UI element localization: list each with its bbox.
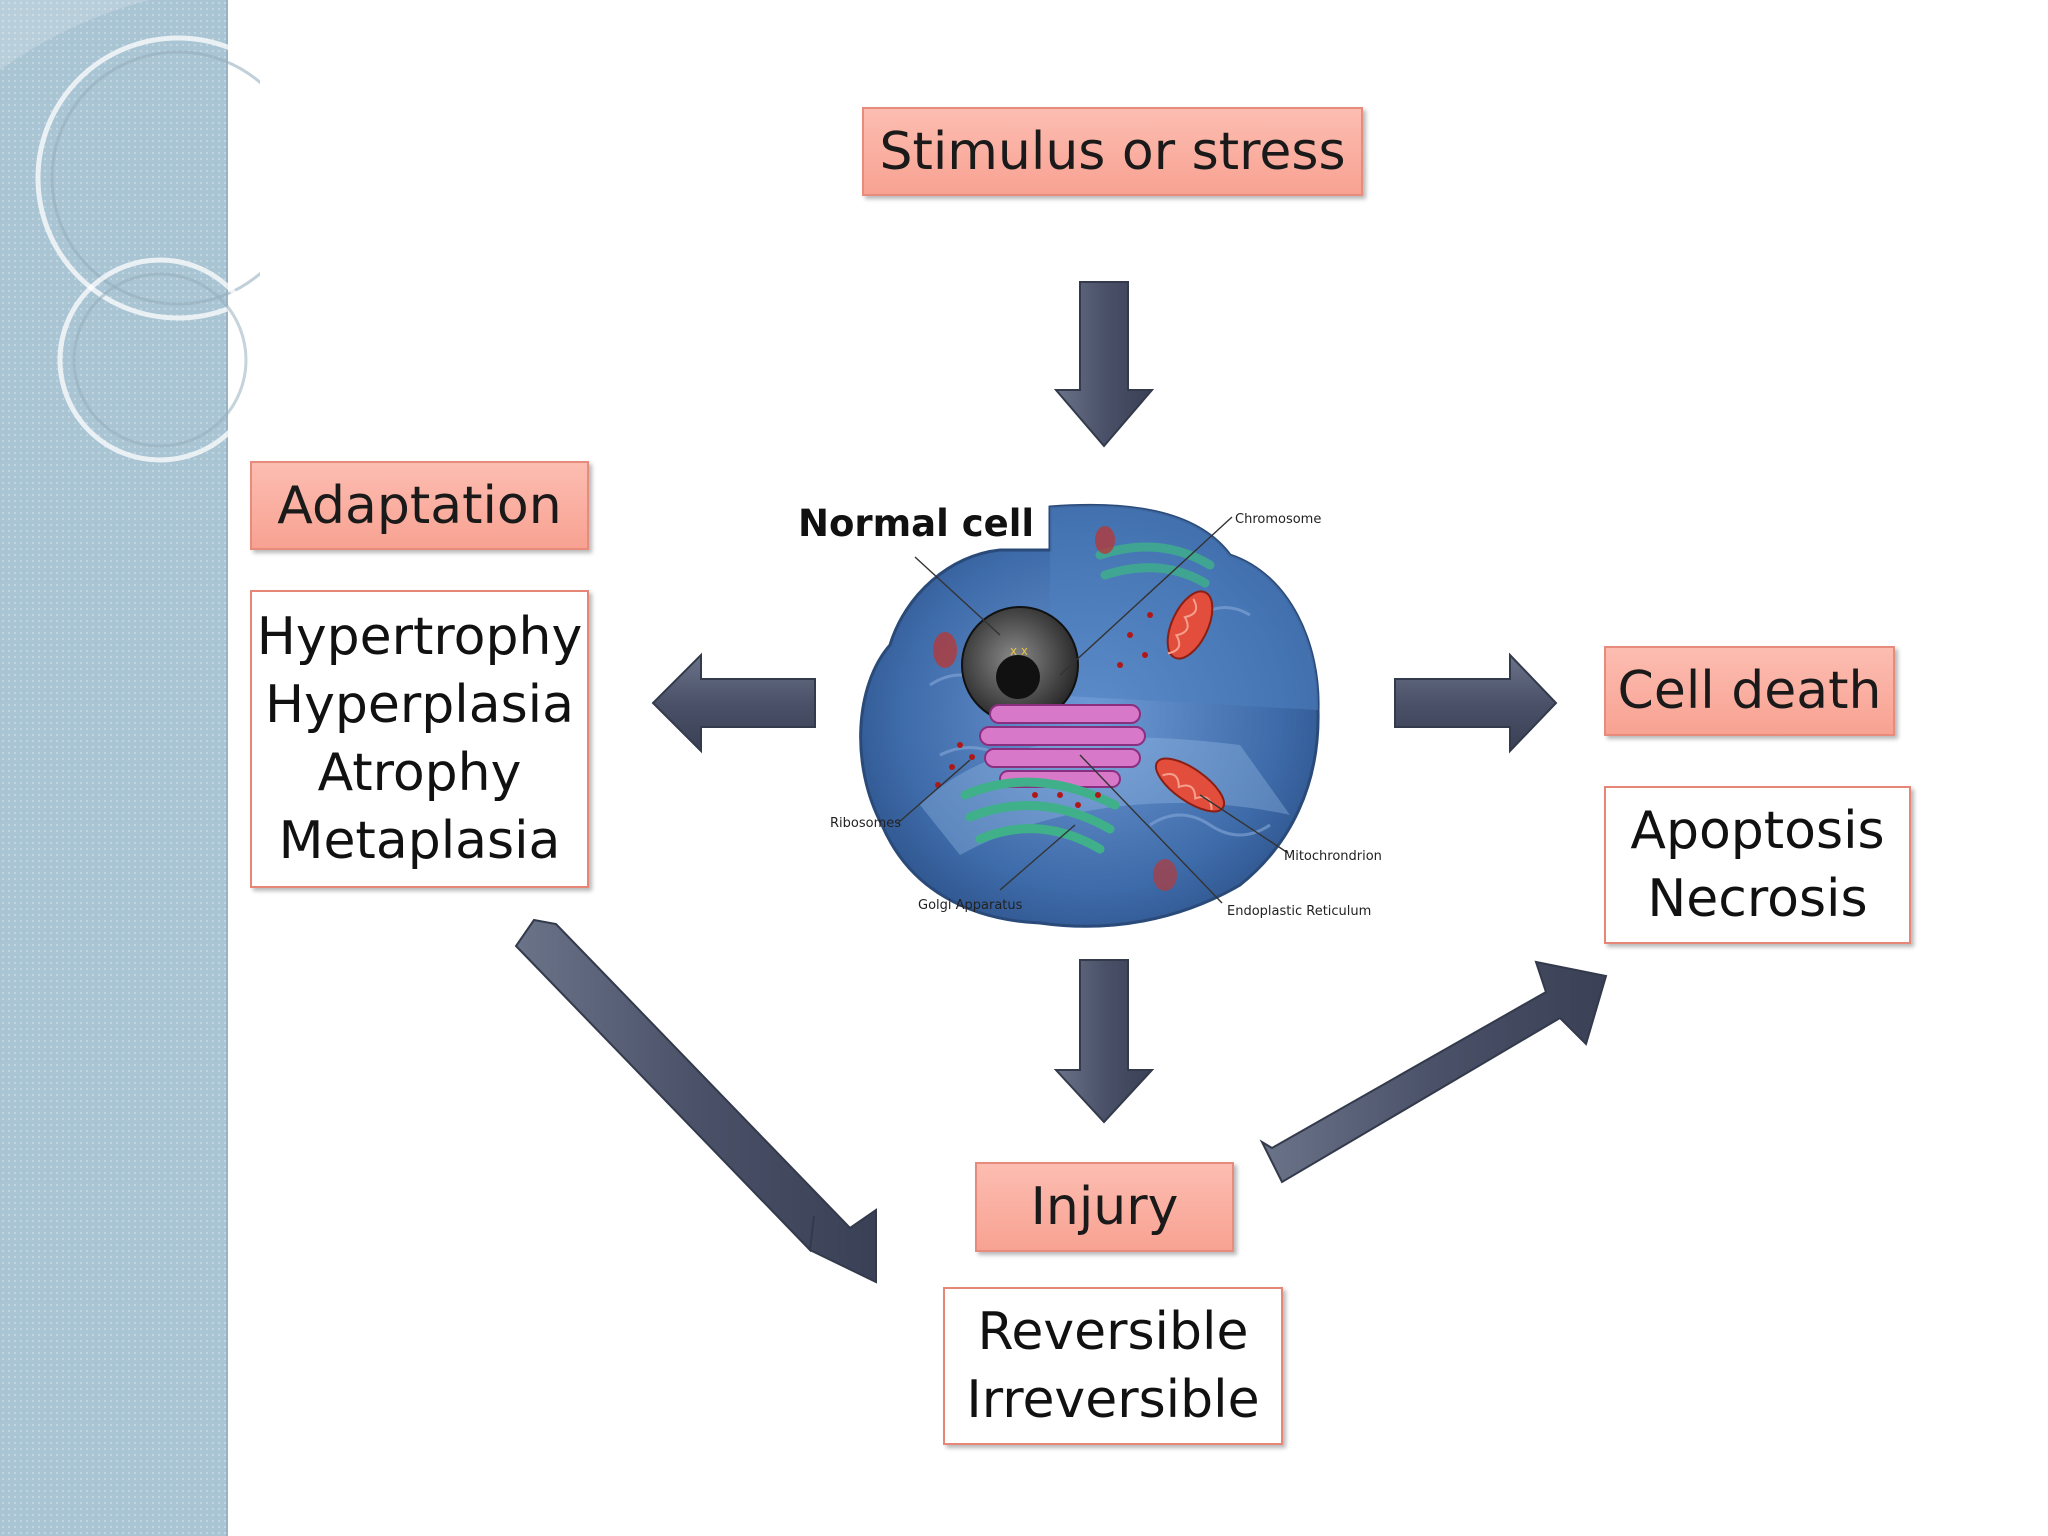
golgi-label: Golgi Apparatus — [918, 898, 1023, 913]
injury-label: Injury — [1030, 1177, 1179, 1237]
cell-death-type-item: Apoptosis — [1630, 801, 1885, 861]
normal-cell-title: Normal cell — [798, 502, 1035, 545]
adaptation-type-item: Atrophy — [317, 743, 522, 803]
stimulus-box: Stimulus or stress — [862, 107, 1363, 196]
decorative-circles — [0, 0, 260, 463]
normal-cell-image: x x — [859, 503, 1320, 928]
arrow-diagonal-icon — [1259, 960, 1608, 1184]
injury-box: Injury — [975, 1162, 1234, 1252]
cell-death-type-item: Necrosis — [1647, 869, 1868, 929]
arrow-left-icon — [651, 652, 816, 754]
cell-death-box: Cell death — [1604, 646, 1895, 736]
adaptation-type-item: Metaplasia — [278, 811, 561, 871]
stimulus-label: Stimulus or stress — [879, 121, 1346, 182]
ribosomes-label: Ribosomes — [830, 816, 902, 831]
adaptation-box: Adaptation — [250, 461, 589, 550]
injury-type-item: Irreversible — [966, 1370, 1260, 1430]
arrow-down-icon — [1053, 281, 1155, 448]
chromosome-label: Chromosome — [1235, 512, 1322, 527]
arrow-down-icon — [1053, 959, 1155, 1124]
svg-text:x x: x x — [1010, 644, 1028, 658]
cell-death-types-box: Apoptosis Necrosis — [1604, 786, 1911, 944]
injury-type-item: Reversible — [977, 1302, 1249, 1362]
cell-death-label: Cell death — [1617, 661, 1882, 721]
mitochondrion-label: Mitochrondrion — [1284, 849, 1382, 864]
adaptation-type-item: Hyperplasia — [265, 675, 574, 735]
adaptation-label: Adaptation — [277, 475, 562, 536]
adaptation-type-item: Hypertrophy — [256, 607, 583, 667]
arrow-diagonal-icon — [514, 918, 877, 1284]
adaptation-types-box: Hypertrophy Hyperplasia Atrophy Metaplas… — [250, 590, 589, 888]
sidebar-background — [0, 0, 228, 1536]
injury-types-box: Reversible Irreversible — [943, 1287, 1283, 1445]
er-label: Endoplastic Reticulum — [1227, 904, 1372, 919]
sidebar-divider — [226, 0, 228, 1536]
arrow-right-icon — [1394, 652, 1558, 754]
